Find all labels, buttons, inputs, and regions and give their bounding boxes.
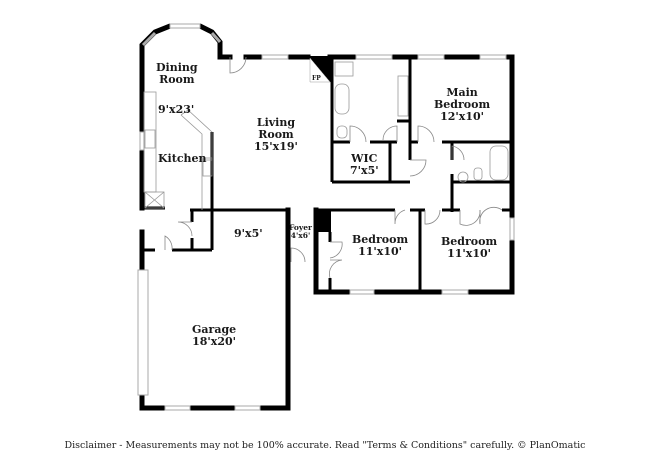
room-label-garage: Garage 18'x20' xyxy=(192,323,237,349)
room-name: Bedroom xyxy=(352,233,409,246)
room-dims: 12'x10' xyxy=(440,110,485,124)
doors xyxy=(164,56,503,279)
room-name: Foyer xyxy=(289,223,312,232)
windows xyxy=(137,23,515,411)
exterior-walls xyxy=(139,23,515,411)
room-label-foyer: Foyer 4'x6' xyxy=(289,223,312,241)
room-name: Dining xyxy=(156,61,198,74)
room-label-bedroom-2: Bedroom 11'x10' xyxy=(352,233,409,259)
room-dims: 11'x10' xyxy=(358,245,403,259)
room-dims: 15'x19' xyxy=(254,140,298,154)
room-name: Room xyxy=(258,128,294,142)
kitchen-fixtures xyxy=(143,91,213,210)
room-label-kitchen: Kitchen xyxy=(158,152,207,165)
bath-fixtures xyxy=(334,61,509,183)
room-label-main-bedroom: Main Bedroom 12'x10' xyxy=(434,86,491,124)
room-name: Bedroom xyxy=(441,235,498,248)
room-dims-kitchen-dining: 9'x23' xyxy=(158,103,195,116)
room-name: Room xyxy=(159,73,195,87)
room-name: Main xyxy=(446,86,478,99)
room-dims: 7'x5' xyxy=(350,164,379,178)
room-label-living: Living Room 15'x19' xyxy=(254,116,298,154)
room-name: WIC xyxy=(351,152,378,165)
disclaimer-text: Disclaimer - Measurements may not be 100… xyxy=(64,440,586,451)
room-label-wic: WIC 7'x5' xyxy=(350,152,379,178)
room-name: Bedroom xyxy=(434,98,491,112)
room-dims: 11'x10' xyxy=(447,247,492,261)
fireplace-label: FP xyxy=(312,75,321,82)
room-dims: 4'x6' xyxy=(290,231,311,241)
structural-block xyxy=(316,210,331,232)
room-name: Garage xyxy=(192,323,237,336)
room-label-bedroom-3: Bedroom 11'x10' xyxy=(441,235,498,261)
room-dims: 18'x20' xyxy=(192,335,237,349)
room-label-dining: Dining Room xyxy=(156,61,198,87)
room-dims-laundry: 9'x5' xyxy=(234,227,263,240)
room-name: Living xyxy=(256,116,296,129)
